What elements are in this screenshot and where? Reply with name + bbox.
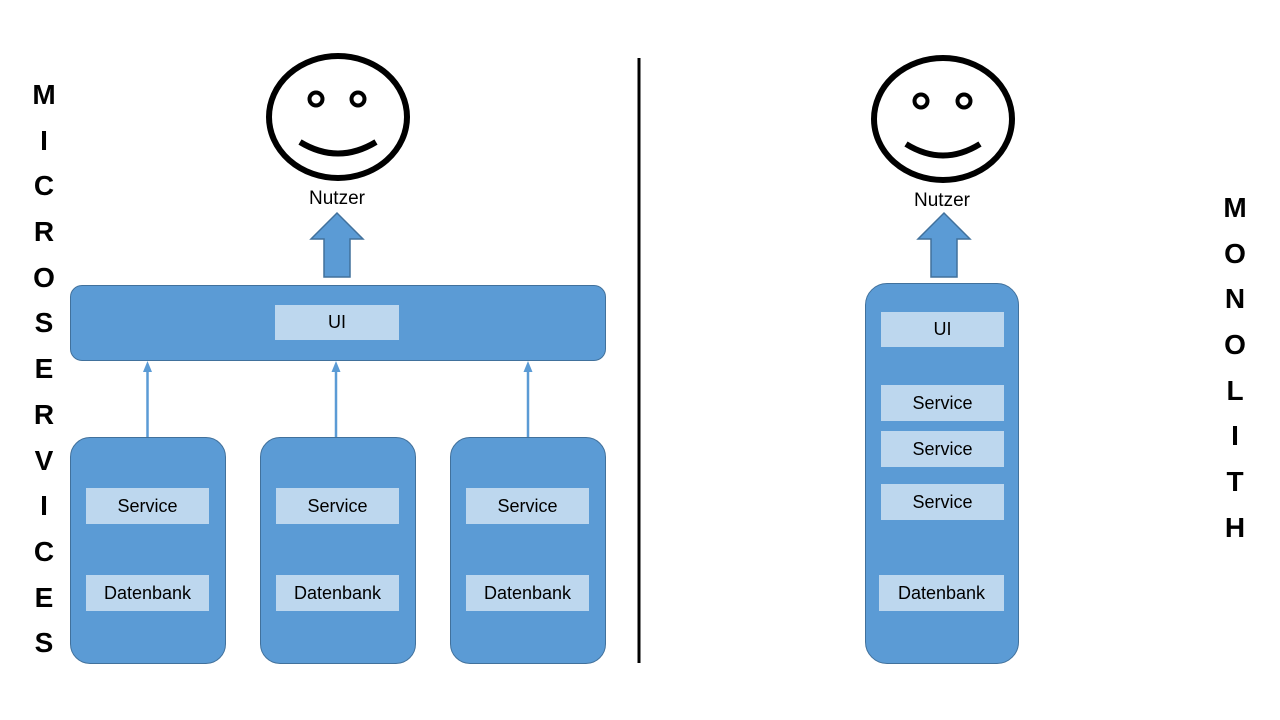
heading-letter: S	[34, 307, 54, 339]
up-arrow-icon	[309, 211, 365, 278]
heading-letter: N	[1224, 283, 1246, 315]
service-box: Service	[276, 488, 399, 524]
heading-letter: O	[33, 261, 55, 293]
heading-letter: C	[33, 535, 55, 567]
connector-arrow	[523, 361, 533, 437]
database-box: Datenbank	[276, 575, 399, 611]
user-label: Nutzer	[309, 188, 365, 209]
service-box: Service	[466, 488, 589, 524]
heading-letter: S	[34, 627, 54, 659]
heading-letter: O	[1224, 329, 1246, 361]
heading-letter: R	[33, 216, 55, 248]
ui-box: UI	[881, 312, 1004, 347]
smiley-face-icon	[871, 55, 1015, 183]
monolith-heading: M O N O L I T H	[1219, 185, 1251, 551]
heading-letter: O	[1224, 237, 1246, 269]
service-box: Service	[881, 431, 1004, 467]
heading-letter: I	[1231, 420, 1239, 452]
heading-letter: M	[32, 79, 56, 110]
service-panel	[450, 437, 606, 664]
heading-letter: V	[34, 444, 54, 476]
heading-letter: E	[34, 353, 54, 385]
heading-letter: I	[40, 124, 48, 156]
service-box: Service	[881, 484, 1004, 520]
ui-box: UI	[275, 305, 399, 340]
microservices-heading: M I C R O S E R V I C E S	[28, 72, 60, 666]
up-arrow-icon	[916, 211, 972, 278]
service-panel	[260, 437, 416, 664]
connector-arrow	[143, 361, 152, 437]
connector-arrow	[331, 361, 341, 437]
heading-letter: H	[1224, 511, 1246, 543]
database-box: Datenbank	[466, 575, 589, 611]
service-panel	[70, 437, 226, 664]
user-label: Nutzer	[914, 190, 970, 211]
heading-letter: E	[34, 581, 54, 613]
heading-letter: T	[1226, 466, 1244, 498]
database-box: Datenbank	[86, 575, 209, 611]
heading-letter: C	[33, 170, 55, 202]
heading-letter: M	[1223, 192, 1247, 223]
heading-letter: L	[1226, 374, 1244, 406]
service-box: Service	[881, 385, 1004, 421]
heading-letter: R	[33, 398, 55, 430]
heading-letter: I	[40, 490, 48, 522]
database-box: Datenbank	[879, 575, 1004, 611]
service-box: Service	[86, 488, 209, 524]
smiley-face-icon	[266, 53, 410, 181]
